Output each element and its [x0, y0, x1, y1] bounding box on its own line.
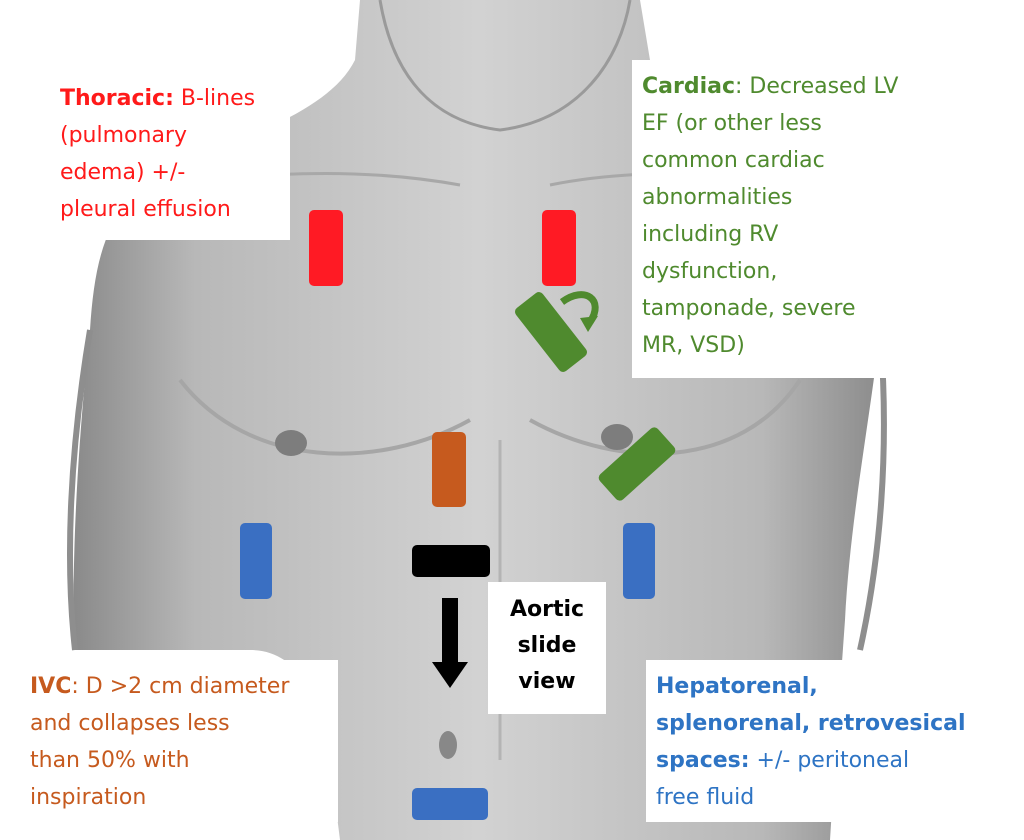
- aortic-probe: [412, 545, 490, 577]
- ivc-label: IVC: D >2 cm diameter and collapses less…: [20, 660, 338, 822]
- neck-shadow: [378, 0, 632, 132]
- pectoral-right: [529, 378, 802, 456]
- ivc-line-2: and collapses less: [30, 711, 230, 736]
- ivc-probe: [432, 432, 466, 507]
- renal-label: Hepatorenal, splenorenal, retrovesical s…: [646, 660, 984, 822]
- cardiac-heading: Cardiac: [642, 74, 736, 99]
- thoracic-label: Thoracic: B-lines (pulmonary edema) +/- …: [50, 72, 290, 240]
- ivc-line-1: IVC: D >2 cm diameter: [30, 668, 328, 705]
- thoracic-line-1: Thoracic: B-lines: [60, 80, 280, 117]
- cardiac-line-1: Cardiac: Decreased LV: [642, 68, 952, 105]
- cardiac-label: Cardiac: Decreased LV EF (or other less …: [632, 60, 962, 378]
- cardiac-line-1-text: : Decreased LV: [735, 74, 899, 99]
- cardiac-line-7: tamponade, severe: [642, 296, 856, 321]
- rotation-arrowhead-icon: [580, 316, 598, 332]
- thoracic-line-4: pleural effusion: [60, 197, 231, 222]
- aortic-label: Aortic slide view: [488, 582, 606, 714]
- renal-line-4: free fluid: [656, 785, 755, 810]
- arm-left: [67, 329, 93, 651]
- renal-line-3-text: +/- peritoneal: [749, 748, 910, 773]
- renal-probe-left: [240, 523, 272, 599]
- aortic-slide-arrow-shaft: [442, 598, 458, 666]
- bladder-probe: [412, 788, 488, 820]
- renal-heading: spaces:: [656, 748, 750, 773]
- cardiac-probe-apical: [598, 427, 676, 501]
- cardiac-line-5: including RV: [642, 222, 779, 247]
- thoracic-probe-right: [542, 210, 576, 286]
- thoracic-line-2: (pulmonary: [60, 123, 187, 148]
- renal-line-3: spaces: +/- peritoneal: [656, 742, 974, 779]
- ivc-heading: IVC: [30, 674, 72, 699]
- thoracic-heading: Thoracic:: [60, 86, 174, 111]
- cardiac-probe-parasternal: [514, 292, 588, 372]
- thoracic-probe-left: [309, 210, 343, 286]
- ivc-line-4: inspiration: [30, 785, 147, 810]
- cardiac-line-3: common cardiac: [642, 148, 825, 173]
- renal-line-1: Hepatorenal,: [656, 674, 818, 699]
- rotation-arrow-icon: [559, 291, 599, 324]
- nipple-left: [275, 430, 307, 456]
- thoracic-line-1-text: B-lines: [173, 86, 256, 111]
- renal-probe-right: [623, 523, 655, 599]
- cardiac-line-2: EF (or other less: [642, 111, 822, 136]
- ivc-line-1-text: : D >2 cm diameter: [71, 674, 290, 699]
- cardiac-line-8: MR, VSD): [642, 333, 745, 358]
- aortic-line-2: slide: [517, 633, 577, 658]
- thoracic-line-3: edema) +/-: [60, 160, 186, 185]
- navel: [439, 731, 457, 759]
- aortic-line-3: view: [518, 669, 576, 694]
- aortic-line-1: Aortic: [509, 597, 585, 622]
- renal-line-2: splenorenal, retrovesical: [656, 711, 966, 736]
- cardiac-line-6: dysfunction,: [642, 259, 778, 284]
- cardiac-line-4: abnormalities: [642, 185, 793, 210]
- nipple-right: [601, 424, 633, 450]
- aortic-slide-arrow-icon: [432, 662, 468, 688]
- ivc-line-3: than 50% with: [30, 748, 190, 773]
